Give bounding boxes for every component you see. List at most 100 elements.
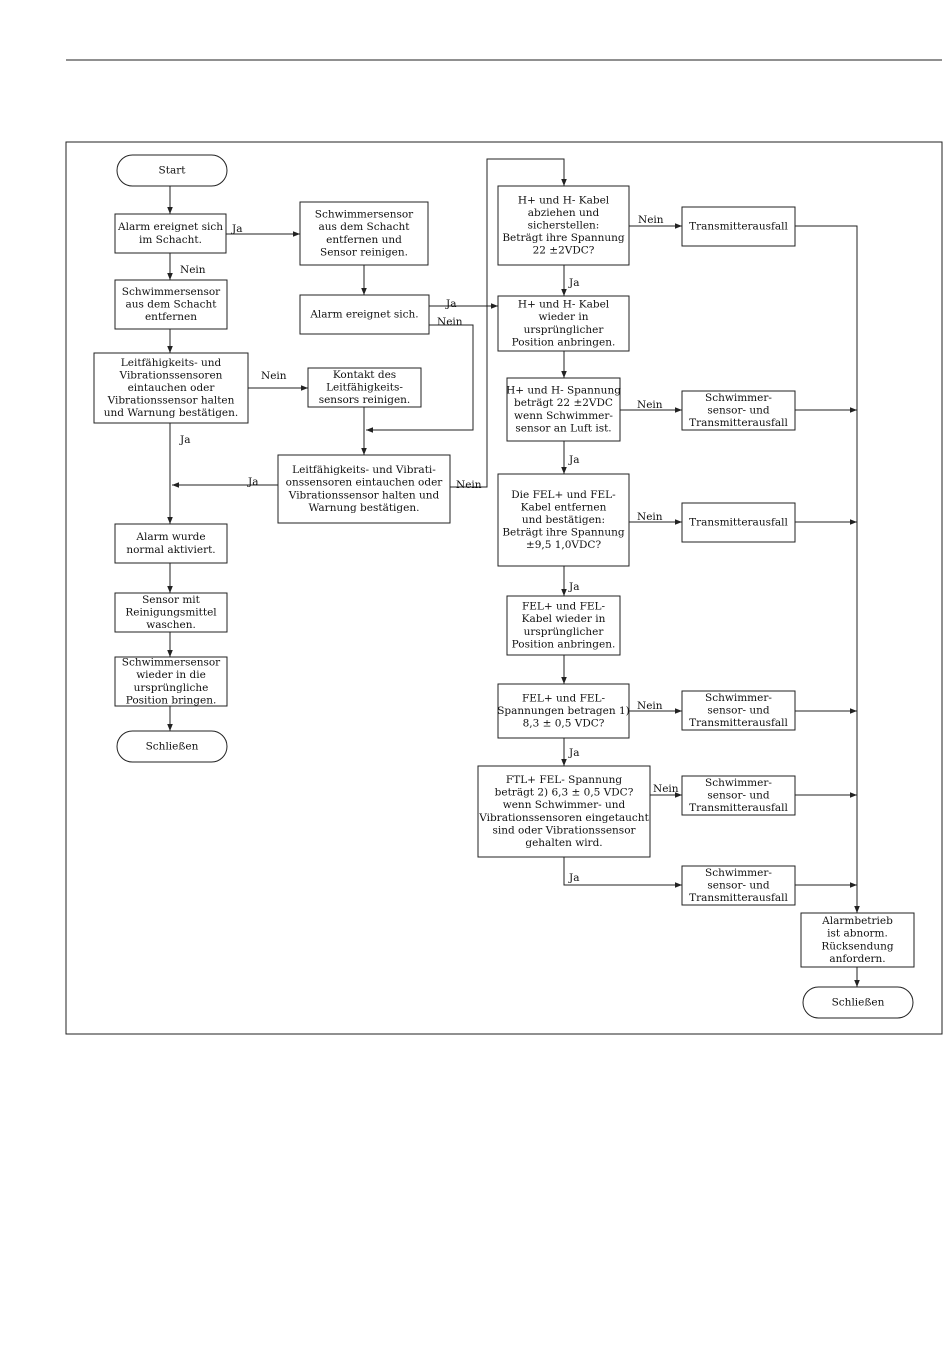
node-text-line: und bestätigen: (522, 514, 605, 526)
node-text-line: Vibrationssensor halten und (288, 489, 440, 501)
node-text-line: Schwimmersensor (122, 286, 221, 298)
edge-label-no: Nein (437, 316, 463, 328)
node-text-line: Position anbringen. (512, 336, 616, 348)
node-alarm2: Alarm ereignet sich. (299, 294, 430, 335)
process-box (307, 367, 422, 408)
node-text-line: wenn Schwimmer- (514, 410, 613, 422)
process-box (114, 592, 228, 633)
node-text-line: anfordern. (829, 953, 885, 965)
node-text-line: Beträgt ihre Spannung (502, 232, 625, 244)
node-text-line: Schwimmer- (705, 692, 772, 704)
node-trans-fail2: Transmitterausfall (681, 502, 796, 543)
process-box (681, 865, 796, 906)
process-box (114, 213, 227, 254)
edge-label-yes: Ja (445, 298, 456, 310)
node-immerse1: Leitfähigkeits- undVibrationssensorenein… (93, 352, 249, 424)
node-text-line: Rücksendung (821, 940, 894, 952)
node-trans-fail1: Transmitterausfall (681, 206, 796, 247)
node-text-line: Leitfähigkeits- und Vibrati- (292, 464, 436, 476)
terminator-shape (116, 154, 228, 187)
node-text-line: Transmitterausfall (689, 802, 788, 814)
node-text-line: ursprüngliche (134, 682, 209, 694)
node-text-line: Start (159, 165, 187, 177)
node-text-line: ist abnorm. (827, 928, 888, 940)
edge-label-yes: Ja (568, 872, 579, 884)
node-text-line: onssensoren eintauchen oder (286, 477, 444, 489)
node-text-line: abziehen und (528, 207, 600, 219)
connectors (167, 158, 860, 987)
node-text-line: Vibrationssensor halten (107, 395, 235, 407)
edge-label-no: Nein (456, 479, 482, 491)
node-text-line: Schwimmer- (705, 392, 772, 404)
node-text-line: H+ und H- Kabel (518, 299, 610, 311)
terminator-shape (116, 730, 228, 763)
node-text-line: Vibrationssensoren (119, 369, 223, 381)
node-text-line: im Schacht. (139, 234, 202, 246)
node-text-line: beträgt 2) 6,3 ± 0,5 VDC? (495, 787, 634, 799)
process-box (477, 765, 651, 858)
edge-label-yes: Ja (568, 277, 579, 289)
node-text-line: Transmitterausfall (689, 717, 788, 729)
node-text-line: Kabel wieder in (522, 613, 606, 625)
node-text-line: gehalten wird. (525, 837, 602, 849)
process-box (800, 912, 915, 968)
connector-arrow (795, 225, 860, 913)
node-text-line: Transmitterausfall (689, 517, 788, 529)
node-text-line: Vibrationssensoren eingetaucht (478, 812, 649, 824)
connector-arrow (563, 857, 682, 888)
node-text-line: FTL+ FEL- Spannung (506, 774, 622, 786)
edge-label-yes: Ja (231, 223, 242, 235)
node-text-line: sind oder Vibrationssensor (492, 824, 636, 836)
node-text-line: sensor- und (707, 705, 770, 717)
node-text-line: Alarm wurde (135, 531, 205, 543)
process-box (114, 523, 228, 564)
node-text-line: 8,3 ± 0,5 VDC? (523, 718, 605, 730)
node-text-line: Schließen (832, 997, 885, 1009)
node-fel-reattach: FEL+ und FEL-Kabel wieder inursprünglich… (506, 595, 621, 656)
process-box (681, 502, 796, 543)
node-text-line: FEL+ und FEL- (522, 692, 606, 704)
node-text-line: waschen. (146, 619, 196, 631)
node-text-line: sensor- und (707, 790, 770, 802)
node-close-right: Schließen (802, 986, 914, 1019)
edge-label-yes: Ja (568, 747, 579, 759)
connector-arrow (450, 158, 567, 488)
node-close-left: Schließen (116, 730, 228, 763)
node-text-line: Reinigungsmittel (125, 607, 217, 619)
node-text-line: Position bringen. (126, 694, 217, 706)
node-text-line: Sensor reinigen. (320, 246, 408, 258)
node-text-line: Spannungen betragen 1) (497, 705, 630, 717)
edge-label-yes: Ja (179, 434, 190, 446)
node-start: Start (116, 154, 228, 187)
node-text-line: Schwimmersensor (122, 657, 221, 669)
node-text-line: Kontakt des (333, 369, 396, 381)
node-text-line: wenn Schwimmer- und (503, 799, 626, 811)
node-text-line: Leitfähigkeits- und (121, 357, 222, 369)
node-text-line: H+ und H- Kabel (518, 194, 610, 206)
node-text-line: entfernen (145, 311, 197, 323)
node-text-line: Die FEL+ und FEL- (511, 489, 616, 501)
edge-label-yes: Ja (247, 476, 258, 488)
node-text-line: Transmitterausfall (689, 892, 788, 904)
node-text-line: Leitfähigkeits- (326, 382, 403, 394)
process-box (506, 595, 621, 656)
node-text-line: ursprünglicher (524, 626, 605, 638)
edge-label-no: Nein (637, 700, 663, 712)
node-text-line: Sensor mit (142, 594, 201, 606)
